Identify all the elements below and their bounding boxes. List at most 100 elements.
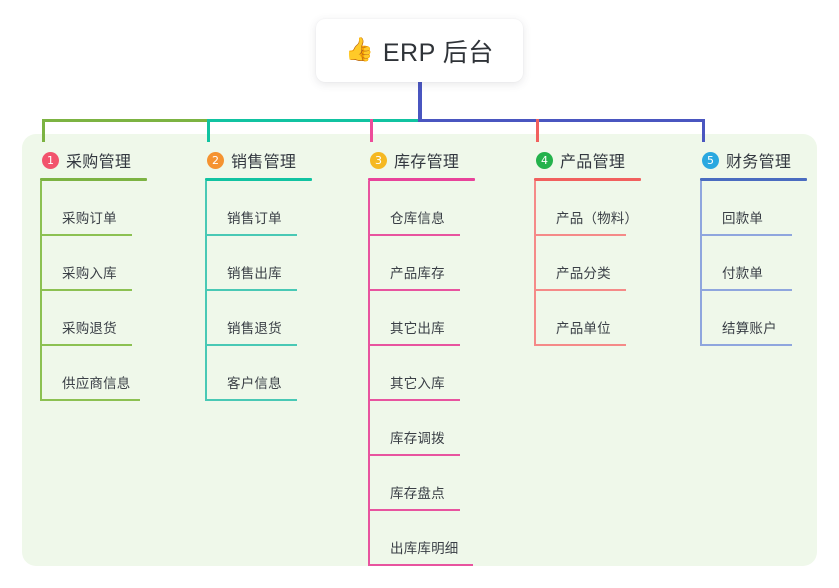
leaf-item-label: 采购订单 [62,211,117,226]
leaf-item-rule [368,234,460,236]
leaf-item[interactable]: 销售订单 [205,181,312,236]
leaf-item-label: 销售出库 [227,266,282,281]
column-4: 4 产品管理产品（物料） 产品分类产品单位 [534,148,641,346]
leaf-item-label: 销售订单 [227,211,282,226]
column-title-1: 采购管理 [66,154,132,171]
root-stem [418,82,422,122]
leaf-item-label: 客户信息 [227,376,282,391]
column-rule-5 [700,178,807,181]
leaf-item[interactable]: 客户信息 [205,346,312,401]
leaf-item[interactable]: 其它出库 [368,291,475,346]
leaf-item-rule [368,509,460,511]
leaf-item-rule [700,344,792,346]
connector-bar-teal [207,119,420,122]
connector-bar-green [42,119,209,122]
leaf-item-label: 采购入库 [62,266,117,281]
leaf-item-label: 回款单 [722,211,764,226]
column-body-1: 采购订单采购入库采购退货供应商信息 [40,181,147,401]
leaf-item-rule [700,289,792,291]
leaf-item[interactable]: 回款单 [700,181,807,236]
leaf-item[interactable]: 付款单 [700,236,807,291]
column-body-5: 回款单付款单结算账户 [700,181,807,346]
column-badge-5: 5 [702,151,719,169]
root-title-text: ERP 后台 [382,38,494,67]
leaf-item-rule [40,289,132,291]
leaf-item-label: 其它入库 [390,376,445,391]
leaf-item[interactable]: 库存盘点 [368,456,475,511]
leaf-item[interactable]: 出库库明细 [368,511,475,566]
leaf-item-rule [534,344,626,346]
column-spine-4 [534,181,536,346]
leaf-item[interactable]: 采购退货 [40,291,147,346]
column-badge-2: 2 [207,151,224,169]
leaf-item-rule [534,234,626,236]
leaf-item-label: 产品（物料） [556,211,639,226]
leaf-item-label: 其它出库 [390,321,445,336]
column-rule-4 [534,178,641,181]
column-body-3: 仓库信息产品库存其它出库其它入库库存调拨库存盘点出库库明细 [368,181,475,566]
column-2: 2 销售管理销售订单销售出库销售退货客户信息 [205,148,312,401]
leaf-item-rule [700,234,792,236]
leaf-item[interactable]: 其它入库 [368,346,475,401]
leaf-item[interactable]: 仓库信息 [368,181,475,236]
leaf-item[interactable]: 库存调拨 [368,401,475,456]
leaf-item-label: 销售退货 [227,321,282,336]
column-header-4[interactable]: 4 产品管理 [534,148,641,172]
leaf-item-label: 付款单 [722,266,764,281]
leaf-item-rule [205,399,297,401]
leaf-item[interactable]: 供应商信息 [40,346,147,401]
leaf-item[interactable]: 结算账户 [700,291,807,346]
connector-bar-blue [420,119,705,122]
leaf-item-rule [205,344,297,346]
leaf-item[interactable]: 销售出库 [205,236,312,291]
column-header-3[interactable]: 3 库存管理 [368,148,475,172]
connector-drop-3 [370,119,373,142]
leaf-item-label: 供应商信息 [62,376,131,391]
leaf-item[interactable]: 采购入库 [40,236,147,291]
leaf-item[interactable]: 产品（物料） [534,181,641,236]
column-title-5: 财务管理 [726,154,792,171]
leaf-item-rule [40,344,132,346]
leaf-item-rule [368,289,460,291]
leaf-item-label: 产品单位 [556,321,611,336]
connector-drop-5 [702,119,705,142]
leaf-item-label: 产品库存 [390,266,445,281]
column-body-4: 产品（物料） 产品分类产品单位 [534,181,641,346]
column-badge-4: 4 [536,151,553,169]
column-title-3: 库存管理 [394,154,460,171]
leaf-item-rule [368,564,473,566]
leaf-item-label: 仓库信息 [390,211,445,226]
leaf-item-rule [368,399,460,401]
leaf-item-rule [368,344,460,346]
leaf-item[interactable]: 产品单位 [534,291,641,346]
column-badge-3: 3 [370,151,387,169]
column-title-4: 产品管理 [560,154,626,171]
column-3: 3 库存管理仓库信息产品库存其它出库其它入库库存调拨库存盘点出库库明细 [368,148,475,566]
leaf-item-label: 结算账户 [722,321,777,336]
leaf-item-rule [205,234,297,236]
leaf-item-rule [368,454,460,456]
column-title-2: 销售管理 [231,154,297,171]
root-title-card[interactable]: 👍 ERP 后台 [316,19,523,82]
column-spine-2 [205,181,207,401]
leaf-item-rule [534,289,626,291]
column-rule-1 [40,178,147,181]
leaf-item[interactable]: 产品分类 [534,236,641,291]
column-header-5[interactable]: 5 财务管理 [700,148,807,172]
leaf-item-rule [40,234,132,236]
diagram-panel [22,134,817,566]
column-header-2[interactable]: 2 销售管理 [205,148,312,172]
connector-drop-1 [42,119,45,142]
leaf-item[interactable]: 产品库存 [368,236,475,291]
root-title-inner: 👍 ERP 后台 [345,33,494,69]
leaf-item-label: 产品分类 [556,266,611,281]
leaf-item-rule [205,289,297,291]
leaf-item[interactable]: 采购订单 [40,181,147,236]
column-rule-2 [205,178,312,181]
leaf-item[interactable]: 销售退货 [205,291,312,346]
column-spine-5 [700,181,702,346]
column-spine-3 [368,181,370,566]
leaf-item-rule [40,399,140,401]
